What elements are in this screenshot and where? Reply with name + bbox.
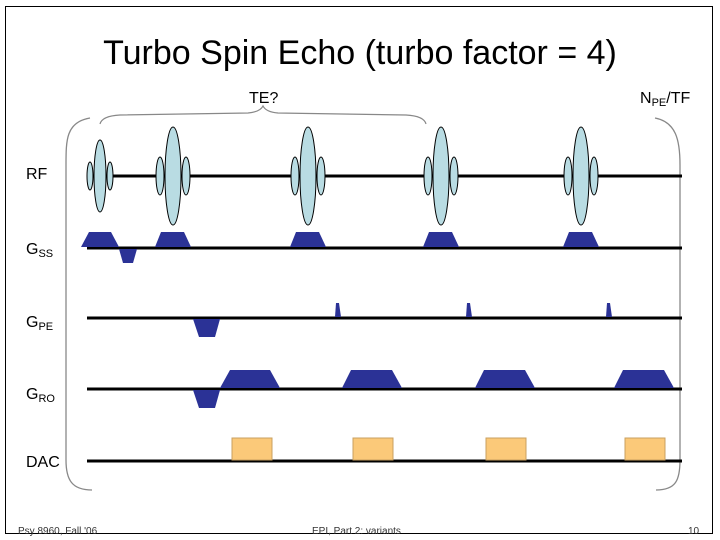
rf-refocus-pulse-3 (423, 126, 459, 226)
footer-page-number: 10 (688, 526, 700, 537)
gss-rephase-lobe (119, 249, 137, 263)
slide-title: Turbo Spin Echo (turbo factor = 4) (103, 34, 617, 72)
rf-excitation-pulse (86, 139, 114, 213)
gss-lobe-1 (155, 232, 191, 247)
row-label-rf: RF (26, 166, 48, 183)
row-label-gro: GRO (26, 386, 55, 405)
slide-frame (5, 6, 713, 534)
gro-prephase-lobe (193, 390, 220, 408)
rf-refocus-pulse-4 (563, 126, 599, 226)
gss-lobe-2 (290, 232, 326, 247)
gro-readout-4 (614, 370, 674, 388)
dac-window-3 (485, 437, 527, 461)
gro-readout-3 (475, 370, 535, 388)
dac-window-4 (624, 437, 666, 461)
row-label-gss: GSS (26, 241, 54, 260)
rf-refocus-pulse-1 (155, 126, 191, 226)
left-bracket (65, 117, 93, 491)
row-label-gpe: GPE (26, 314, 54, 333)
row-label-dac: DAC (26, 454, 60, 471)
dac-window-1 (231, 437, 273, 461)
gro-readout-1 (220, 370, 280, 388)
rf-refocus-pulse-2 (290, 126, 326, 226)
gss-lobe-excitation (81, 232, 119, 247)
footer-topic: EPI, Part 2: variants (312, 526, 401, 537)
gss-lobe-4 (563, 232, 599, 247)
npe-annotation: NPE/TF (640, 90, 691, 109)
gpe-blip-2 (466, 303, 472, 317)
gro-readout-2 (342, 370, 402, 388)
right-bracket (654, 117, 681, 491)
gss-lobe-3 (423, 232, 459, 247)
te-annotation: TE? (249, 90, 279, 107)
gpe-blip-1 (335, 303, 341, 317)
te-brace (99, 104, 427, 125)
dac-window-2 (352, 437, 394, 461)
gpe-blip-3 (606, 303, 612, 317)
footer-course: Psy 8960, Fall '06 (18, 526, 98, 537)
gpe-prephase-lobe (193, 319, 220, 337)
